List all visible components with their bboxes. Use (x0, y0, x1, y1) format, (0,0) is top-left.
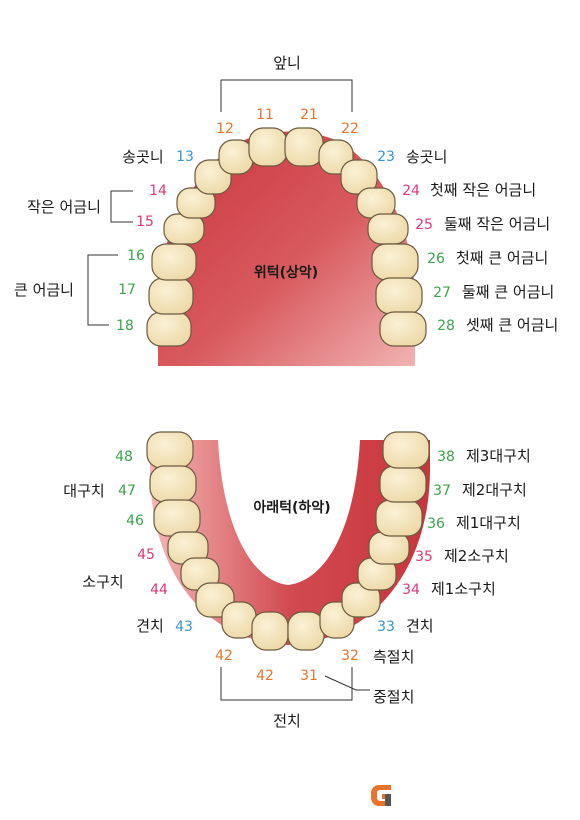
num-25: 25 (415, 217, 433, 233)
central-incisor-pointer (324, 675, 370, 691)
num-31: 31 (300, 668, 318, 684)
tooth-14 (176, 187, 216, 219)
num-45: 45 (137, 547, 155, 563)
upper-front-bracket (220, 79, 353, 112)
num-14: 14 (149, 183, 167, 199)
label-25: 둘째 작은 어금니 (444, 215, 550, 233)
tooth-16 (151, 243, 197, 281)
label-23-canine: 송곳니 (406, 148, 447, 166)
G-logo (371, 785, 391, 806)
tooth-46 (153, 499, 201, 537)
num-17: 17 (118, 282, 136, 298)
label-31: 중절치 (373, 688, 414, 706)
num-16: 16 (127, 248, 145, 264)
lower-front-label: 전치 (273, 712, 301, 730)
tooth-26 (371, 243, 419, 281)
lower-front-bracket (220, 667, 353, 701)
label-lower-canine-left: 견치 (136, 617, 164, 635)
upper-teeth (146, 127, 427, 347)
tooth-48 (146, 431, 194, 469)
num-12: 12 (216, 121, 234, 137)
label-lower-premolar: 소구치 (82, 573, 123, 591)
num-32: 32 (341, 648, 359, 664)
num-34: 34 (402, 582, 420, 598)
label-27: 둘째 큰 어금니 (462, 283, 554, 301)
tooth-11 (248, 127, 288, 167)
lower-jaw: 아래턱(하악) 48 47 대구치 46 45 소구치 44 43 견치 38 … (63, 431, 531, 730)
label-36: 제1대구치 (456, 514, 521, 532)
label-lower-molar: 대구치 (63, 482, 104, 500)
num-42-upper: 42 (215, 648, 233, 664)
num-21: 21 (300, 107, 318, 123)
num-42: 42 (256, 668, 274, 684)
tooth-36 (375, 499, 423, 537)
num-24: 24 (402, 183, 420, 199)
label-upper-premolar: 작은 어금니 (27, 198, 101, 216)
tooth-28 (379, 311, 427, 347)
label-28: 셋째 큰 어금니 (466, 316, 558, 334)
upper-molar-bracket (87, 254, 118, 326)
label-33-canine: 견치 (406, 617, 434, 635)
tooth-35 (368, 531, 410, 565)
label-24: 첫째 작은 어금니 (430, 181, 536, 199)
upper-jaw: 위턱(상악) 앞니 12 11 21 22 13 송곳니 23 송곳니 14 1… (14, 54, 558, 366)
upper-front-label: 앞니 (273, 54, 301, 72)
num-13: 13 (176, 149, 194, 165)
tooth-27 (375, 277, 423, 315)
label-13-canine: 송곳니 (122, 148, 163, 166)
num-33: 33 (377, 619, 395, 635)
tooth-21 (284, 127, 324, 167)
num-27: 27 (433, 285, 451, 301)
num-47: 47 (118, 483, 136, 499)
tooth-31 (287, 611, 325, 651)
num-48: 48 (115, 449, 133, 465)
num-23: 23 (377, 149, 395, 165)
tooth-42 (221, 601, 257, 639)
upper-premolar-bracket (110, 190, 133, 223)
num-18: 18 (116, 318, 134, 334)
num-46: 46 (126, 513, 144, 529)
label-upper-molar: 큰 어금니 (14, 281, 74, 299)
label-38: 제3대구치 (466, 447, 531, 465)
label-32: 측절치 (373, 648, 414, 666)
num-37: 37 (433, 483, 451, 499)
tooth-17 (148, 277, 194, 315)
tooth-38 (382, 431, 430, 469)
tooth-25 (367, 213, 409, 245)
num-15: 15 (136, 214, 154, 230)
tooth-12 (218, 139, 254, 175)
label-35: 제2소구치 (444, 547, 509, 565)
num-43: 43 (175, 619, 193, 635)
num-22: 22 (341, 121, 359, 137)
label-26: 첫째 큰 어금니 (456, 249, 548, 267)
label-34: 제1소구치 (431, 580, 496, 598)
num-36: 36 (427, 516, 445, 532)
upper-jaw-title: 위턱(상악) (254, 264, 318, 281)
num-26: 26 (427, 251, 445, 267)
tooth-47 (149, 465, 197, 503)
tooth-37 (379, 465, 427, 503)
lower-teeth (146, 431, 430, 651)
num-11: 11 (256, 107, 274, 123)
lower-jaw-title: 아래턱(하악) (253, 499, 330, 516)
num-35: 35 (415, 549, 433, 565)
tooth-18 (146, 311, 192, 347)
label-37: 제2대구치 (462, 481, 527, 499)
num-44: 44 (150, 582, 168, 598)
num-28: 28 (437, 318, 455, 334)
num-38: 38 (437, 449, 455, 465)
tooth-41 (251, 611, 289, 651)
